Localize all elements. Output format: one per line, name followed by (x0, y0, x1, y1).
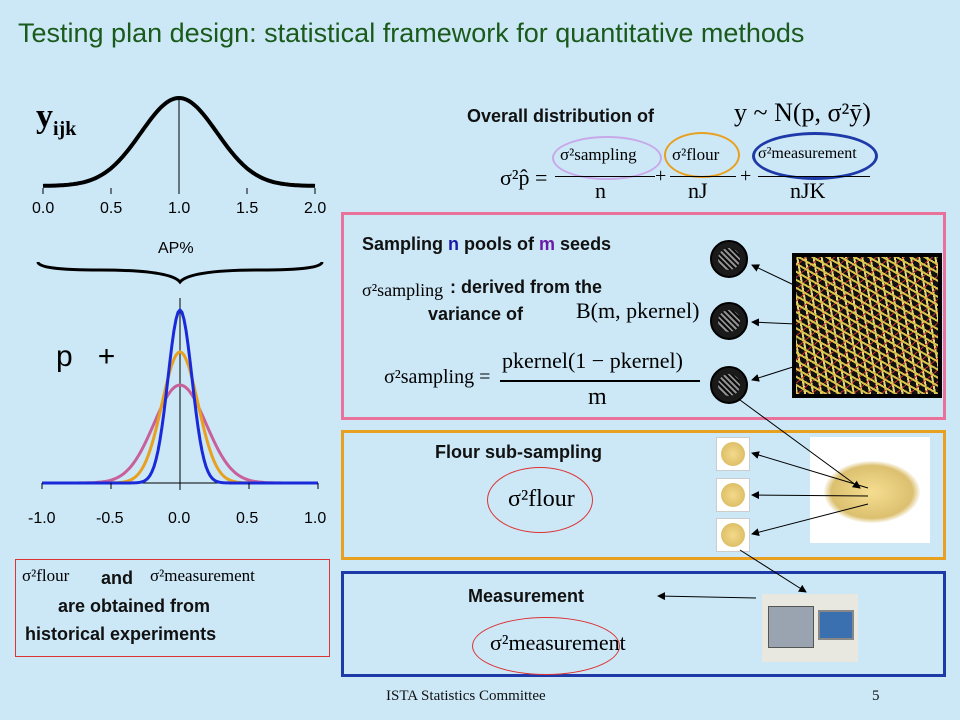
term2-fraction-bar (670, 176, 736, 177)
seed-lot-image (792, 253, 942, 398)
narrow-curve (42, 307, 318, 485)
top-tick-label: 1.5 (236, 200, 259, 217)
y-ijk-label: yijk (36, 98, 76, 141)
sampling-panel (341, 212, 946, 420)
sampling-fraction-bar (500, 380, 700, 382)
flour-sigma: σ²flour (508, 486, 575, 512)
bottom-tick-label: 0.5 (236, 510, 259, 527)
measurement-heading: Measurement (468, 586, 585, 606)
overall-distribution-label: Overall distribution of (467, 106, 655, 126)
term3-numerator: σ²measurement (758, 145, 857, 162)
ap-percent-label: AP% (158, 240, 194, 257)
bottom-tick-label: 1.0 (304, 510, 327, 527)
sampling-formula-denominator: m (588, 384, 607, 410)
arrow-to-measurement (739, 549, 807, 593)
sampling-formula-numerator: pkernel(1 − pkernel) (502, 348, 683, 373)
arrow-seed-2 (751, 318, 797, 327)
arrow-measurement-label (657, 592, 757, 601)
arrow-to-flour (739, 399, 861, 489)
flour-heading: Flour sub-sampling (435, 442, 603, 462)
flour-pile (824, 461, 920, 523)
m-seeds: m (539, 234, 556, 254)
plus-sign: + (655, 165, 667, 187)
derived-from-text: : derived from the (450, 277, 603, 297)
flour-sigma-highlight (487, 467, 593, 533)
measurement-sigma-highlight (472, 617, 620, 675)
y-symbol: y (36, 98, 53, 135)
overall-distribution-formula: y ~ N(p, σ²ȳ) (734, 98, 871, 127)
flour-panel (341, 430, 946, 560)
monitor (818, 610, 854, 640)
term2-numerator: σ²flour (672, 145, 720, 164)
flour-subsample-icon (716, 518, 750, 552)
note-sigma-measurement: σ²measurement (150, 566, 255, 585)
page-number: 5 (872, 688, 880, 704)
p-plus-label: p + (56, 340, 116, 373)
arrow-flour-3 (751, 503, 869, 537)
arrow-seed-3 (751, 365, 797, 382)
measurement-panel (341, 571, 946, 677)
bottom-tick-label: -1.0 (28, 510, 56, 527)
bottom-distribution-plot (41, 298, 319, 490)
term3-fraction-bar (758, 176, 870, 177)
n-pools: n (448, 234, 460, 254)
top-tick-label: 0.0 (32, 200, 55, 217)
sampling-heading-text: pools of (459, 234, 540, 254)
variance-of-text: variance of (428, 304, 524, 324)
flour-term-highlight (664, 132, 740, 178)
sampling-heading: Sampling n pools of m seeds (362, 234, 611, 255)
top-distribution-plot (36, 95, 324, 285)
curly-brace (36, 261, 324, 285)
bottom-tick-label: -0.5 (96, 510, 124, 527)
flour-subsample-icon (716, 437, 750, 471)
bottom-tick-label: 0.0 (168, 510, 191, 527)
top-tick-label: 0.5 (100, 200, 123, 217)
arrow-flour-1 (751, 451, 869, 489)
seed-pool-icon (710, 240, 748, 278)
ijk-subscript: ijk (53, 117, 77, 140)
seed-pool-icon (710, 302, 748, 340)
note-line-3: historical experiments (25, 624, 217, 644)
sampling-formula-lhs: σ²sampling = (384, 366, 491, 388)
term1-numerator: σ²sampling (560, 145, 637, 164)
sampling-heading-text: Sampling (362, 234, 449, 254)
term2-denominator: nJ (688, 178, 708, 203)
plus-sign: + (740, 165, 752, 187)
term3-denominator: nJK (790, 178, 826, 203)
flour-pile-image (810, 437, 930, 543)
slide-title: Testing plan design: statistical framewo… (18, 18, 805, 48)
arrow-flour-2 (751, 491, 869, 500)
term1-fraction-bar (555, 176, 655, 177)
lab-instrument-image (762, 594, 858, 662)
note-and: and (101, 568, 134, 588)
note-line-2: are obtained from (58, 596, 211, 616)
top-tick-label: 1.0 (168, 200, 191, 217)
sampling-term-highlight (552, 136, 662, 180)
measurement-term-highlight (752, 132, 878, 180)
flour-subsample-icon (716, 478, 750, 512)
top-bell-curve (42, 95, 316, 188)
arrow-seed-1 (751, 264, 797, 287)
historical-note-panel (15, 559, 330, 657)
binomial-formula: B(m, pkernel) (576, 298, 700, 323)
measurement-sigma: σ²measurement (490, 630, 626, 655)
sigma-sampling-symbol: σ²sampling (362, 280, 444, 300)
term1-denominator: n (595, 178, 606, 203)
sigma-p-hat-lhs: σ²p̂ = (500, 165, 548, 190)
note-sigma-flour: σ²flour (22, 566, 70, 585)
analyzer (768, 606, 814, 648)
footer-org: ISTA Statistics Committee (386, 688, 546, 704)
sampling-heading-text: seeds (555, 234, 612, 254)
top-tick-label: 2.0 (304, 200, 327, 217)
seed-pool-icon (710, 366, 748, 404)
